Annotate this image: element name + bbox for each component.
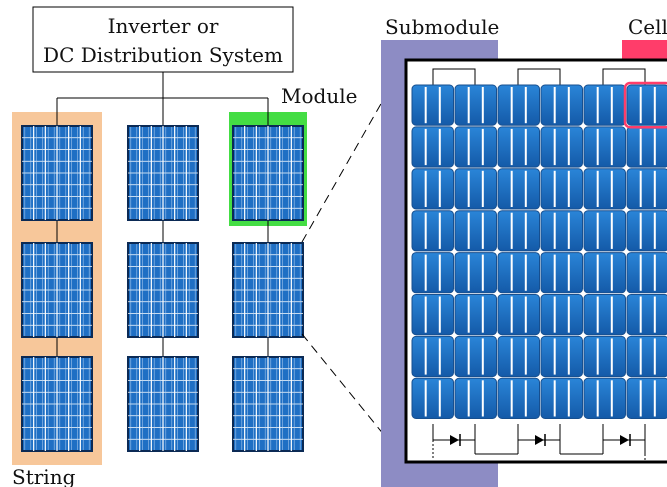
string-label: String <box>12 465 76 487</box>
array-modules <box>21 125 304 452</box>
solar-cell <box>411 84 454 126</box>
pv-module <box>232 356 304 452</box>
solar-cell <box>497 252 540 294</box>
solar-cell <box>454 84 497 126</box>
solar-cell <box>583 210 626 252</box>
solar-cell <box>454 252 497 294</box>
cell-interconnects <box>432 68 646 85</box>
solar-cell <box>583 252 626 294</box>
bypass-diode-icon <box>535 434 546 446</box>
solar-cell <box>497 377 540 419</box>
solar-cell <box>497 84 540 126</box>
solar-cell <box>454 168 497 210</box>
solar-cell <box>626 335 667 378</box>
solar-cell <box>454 294 497 336</box>
solar-cell <box>411 377 454 419</box>
solar-cell <box>411 252 454 294</box>
bypass-diode-icon <box>620 434 631 446</box>
pv-module <box>21 125 93 221</box>
solar-cell <box>583 335 626 378</box>
solar-cell <box>583 294 626 336</box>
solar-cell <box>454 210 497 252</box>
solar-cell <box>583 168 626 210</box>
pv-module <box>127 125 199 221</box>
solar-cell <box>626 294 667 336</box>
solar-cell <box>540 335 583 378</box>
solar-cell <box>497 294 540 336</box>
solar-cell <box>540 252 583 294</box>
submodule-label: Submodule <box>385 15 499 39</box>
pv-module <box>21 242 93 338</box>
solar-cell <box>497 335 540 378</box>
solar-cell <box>540 294 583 336</box>
solar-cell <box>540 377 583 419</box>
solar-cell <box>583 126 626 168</box>
solar-cell <box>411 294 454 336</box>
solar-cell <box>497 168 540 210</box>
module-label: Module <box>281 84 357 108</box>
solar-cell <box>454 335 497 378</box>
solar-cell <box>411 210 454 252</box>
array-wiring <box>56 72 269 357</box>
solar-cell <box>626 210 667 252</box>
cell-highlight-outline <box>623 81 667 129</box>
solar-cell <box>583 377 626 419</box>
inverter-label-line2: DC Distribution System <box>43 43 283 67</box>
solar-cell <box>411 168 454 210</box>
solar-cell <box>454 377 497 419</box>
solar-cell <box>626 126 667 168</box>
solar-cell <box>626 168 667 210</box>
pv-module <box>127 356 199 452</box>
solar-cell <box>626 84 667 126</box>
solar-cell <box>540 168 583 210</box>
solar-cell <box>583 84 626 126</box>
solar-cell <box>626 377 667 419</box>
solar-cell <box>497 126 540 168</box>
solar-cell <box>626 252 667 294</box>
solar-cell <box>540 126 583 168</box>
solar-cell <box>411 126 454 168</box>
pv-module <box>127 242 199 338</box>
inverter-label-line1: Inverter or <box>108 14 219 38</box>
cell-label: Cell <box>628 15 667 39</box>
solar-cell <box>540 210 583 252</box>
solar-cell <box>540 84 583 126</box>
solar-cell <box>497 210 540 252</box>
detail-cells <box>411 81 667 419</box>
bypass-diode-icon <box>450 434 461 446</box>
solar-cell <box>454 126 497 168</box>
pv-module <box>21 356 93 452</box>
pv-module <box>232 125 304 221</box>
solar-cell <box>411 335 454 378</box>
pv-module <box>232 242 304 338</box>
